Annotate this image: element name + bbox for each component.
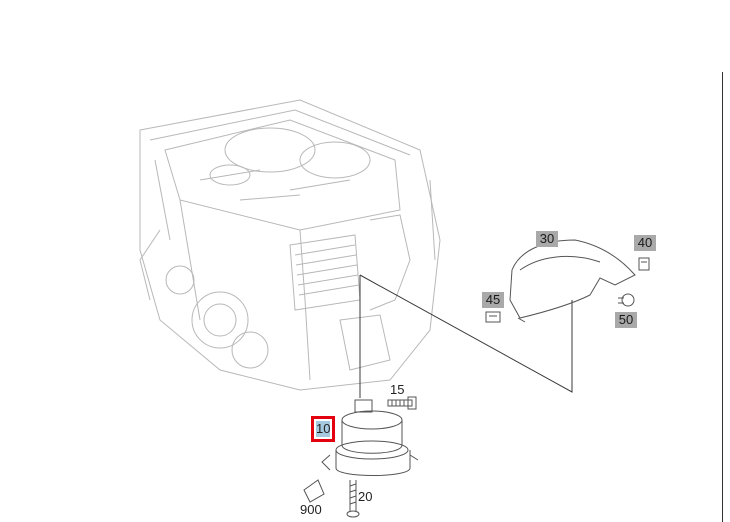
bracket-900-illustration bbox=[303, 479, 325, 503]
callout-10-engine-mount[interactable]: 10 bbox=[310, 416, 336, 442]
callout-15-bolt[interactable]: 15 bbox=[390, 382, 405, 397]
callout-45-nut[interactable]: 45 bbox=[482, 292, 504, 308]
leader-lines bbox=[359, 274, 573, 398]
screw-illustration bbox=[618, 293, 635, 307]
bolt-15-illustration bbox=[387, 396, 417, 410]
callout-30-heat-shield[interactable]: 30 bbox=[536, 231, 558, 247]
panel-divider bbox=[722, 72, 723, 522]
leader-line-heat-shield bbox=[359, 274, 573, 393]
engine-mount-illustration bbox=[321, 399, 419, 476]
engine-illustration bbox=[139, 99, 441, 391]
clip-illustration bbox=[638, 257, 650, 271]
callout-40-clip[interactable]: 40 bbox=[634, 235, 656, 251]
bolt-20-illustration bbox=[346, 480, 360, 518]
nut-illustration bbox=[485, 311, 501, 323]
callout-900-bracket[interactable]: 900 bbox=[300, 502, 322, 517]
callout-20-bolt[interactable]: 20 bbox=[358, 489, 373, 504]
callout-50-screw[interactable]: 50 bbox=[615, 312, 637, 328]
